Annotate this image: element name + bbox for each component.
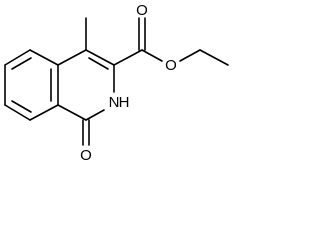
- atom-label-carbonyl-oxygen: O: [80, 147, 92, 164]
- bond-benzene-inner-3: [11, 100, 32, 113]
- bond-c3-ester-carbon: [113, 49, 143, 66]
- atom-label-nitrogen-hydrogen: H: [119, 94, 130, 111]
- atom-label-nitrogen: N: [109, 94, 120, 111]
- bond-ester-carbon-oxygen: [141, 49, 163, 62]
- bond-c4a-c4: [57, 49, 87, 66]
- bond-benzene-1: [4, 49, 31, 66]
- atom-label-ester-oxygen: O: [165, 57, 177, 74]
- bond-methoxy-methyl: [199, 49, 229, 66]
- structure-diagram: O O N H O: [4, 2, 229, 164]
- bond-n2-c1: [85, 109, 105, 121]
- bond-benzene-4: [29, 104, 59, 121]
- bond-benzene-2: [29, 49, 59, 66]
- bond-c4-c3: [85, 49, 115, 66]
- bond-benzene-5: [4, 104, 31, 121]
- bond-c1-c8a: [57, 104, 87, 121]
- bond-benzene-inner-1: [11, 57, 32, 70]
- bond-ester-oxygen-methyl: [179, 49, 201, 62]
- molecule-drawing: O O N H O: [4, 2, 229, 164]
- bond-c4-c3-inner: [88, 57, 109, 70]
- atom-label-ester-carbonyl-oxygen: O: [136, 2, 148, 19]
